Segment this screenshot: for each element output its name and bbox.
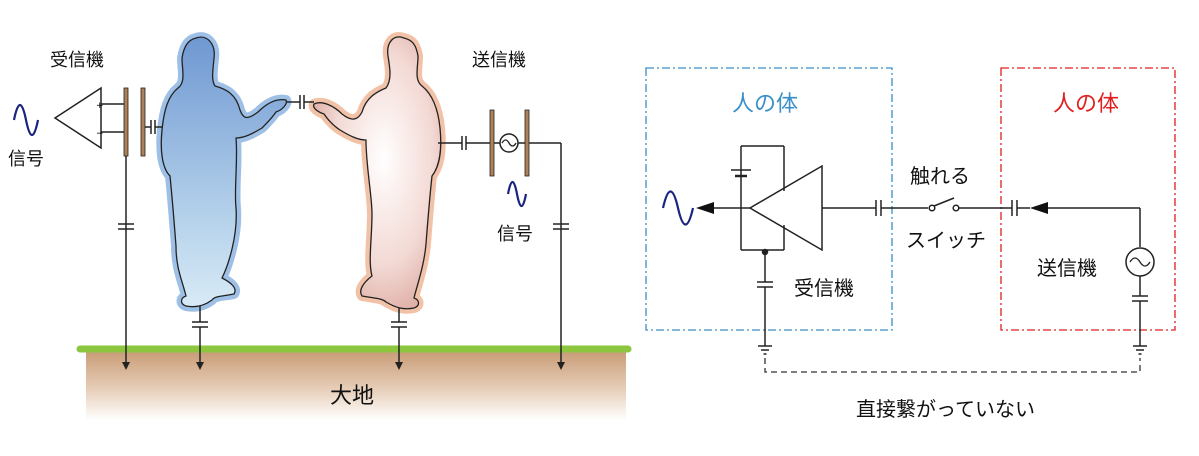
not-connected-label: 直接繋がっていない (856, 397, 1035, 421)
receiver-person (156, 32, 292, 312)
receiver-electrodes (118, 87, 163, 370)
transmitter-electrode-outer (524, 109, 530, 177)
receiver-electrode-outer (123, 87, 129, 157)
right-transmitter-label: 送信機 (1037, 256, 1097, 280)
left-transmitter-label: 送信機 (472, 50, 526, 71)
transmitter-body-box (1000, 67, 1176, 331)
output-signal-wave-icon (661, 190, 695, 226)
touch-switch[interactable] (928, 197, 960, 212)
left-transmitter-signal-label: 信号 (497, 224, 533, 245)
transmitter-electrode-inner (489, 109, 495, 177)
hand-coupling-capacitor (287, 95, 314, 109)
receiver-body-box (645, 67, 893, 331)
transmitter-signal-wave-icon (506, 180, 528, 208)
transmitter-circuit (438, 109, 569, 370)
receiver-body-label: 人の体 (732, 92, 799, 117)
receiver-electrode-inner (140, 87, 146, 157)
receiver-signal-wave-icon (12, 103, 40, 137)
amp-minus-label: − (96, 129, 104, 139)
left-receiver-label: 受信機 (50, 50, 104, 71)
ground (76, 345, 632, 420)
receiver-amplifier (53, 86, 126, 150)
switch-label: スイッチ (906, 228, 986, 252)
transmitter-circuit-right (959, 200, 1155, 355)
left-receiver-signal-label: 信号 (8, 149, 44, 170)
ground-label: 大地 (330, 384, 375, 409)
transmitter-person-body (312, 36, 442, 310)
transmitter-person (308, 32, 446, 314)
right-receiver-label: 受信機 (794, 276, 854, 300)
transmitter-foot-ground (391, 308, 407, 370)
amp-plus-label: + (96, 101, 104, 111)
receiver-foot-ground (192, 306, 208, 370)
receiver-amplifier-right (696, 145, 928, 355)
transmitter-body-label: 人の体 (1053, 92, 1120, 117)
no-direct-connection-path (764, 358, 1141, 373)
earth-fill (86, 350, 626, 420)
amplifier-triangle (53, 86, 102, 150)
receiver-person-body (160, 36, 288, 308)
touch-label: 触れる (910, 164, 970, 188)
